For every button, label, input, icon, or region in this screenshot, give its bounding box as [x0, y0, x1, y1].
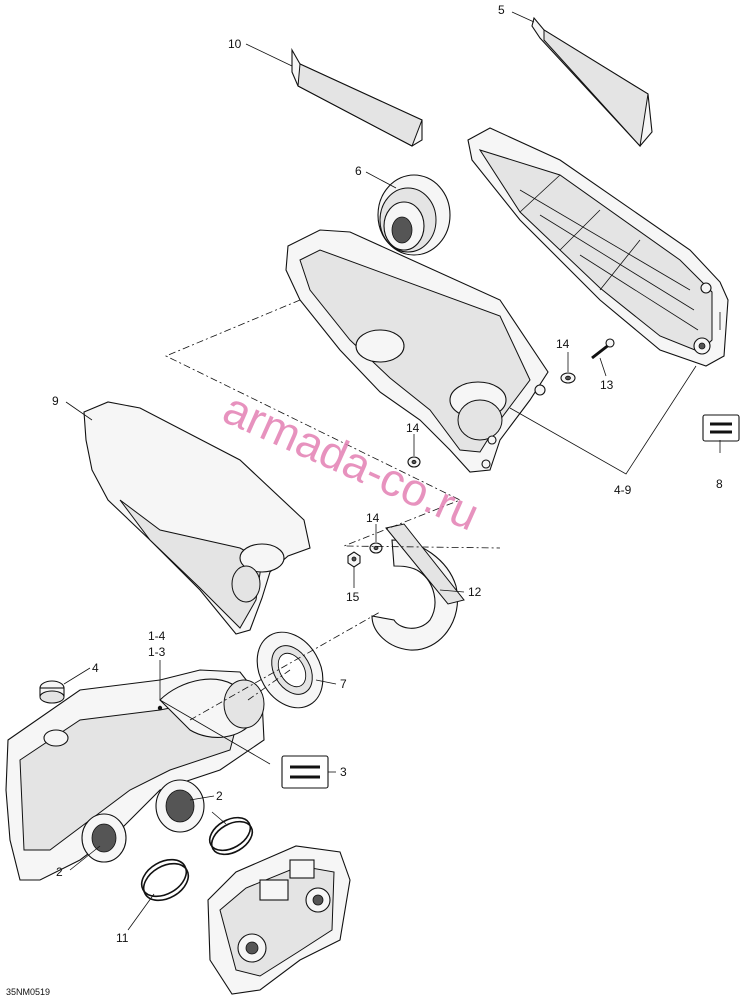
callout-6: 6 [355, 164, 362, 178]
leader-lines [63, 11, 721, 931]
callout-4: 4 [92, 661, 99, 675]
part-2-clamps [208, 816, 254, 856]
callout-1-3: 1-3 [148, 645, 166, 659]
callout-4-9: 4-9 [614, 483, 632, 497]
part-12-intake-tube [371, 523, 465, 651]
callout-14-middle: 14 [406, 421, 420, 435]
part-14-washer-middle [407, 456, 421, 468]
callout-14-upper: 14 [556, 337, 570, 351]
callout-7: 7 [340, 677, 347, 691]
callout-12: 12 [468, 585, 482, 599]
callout-13: 13 [600, 378, 614, 392]
part-6-grommet [377, 174, 451, 256]
callout-15: 15 [346, 590, 360, 604]
part-9-silencer-half [83, 401, 311, 635]
part-13-bolt [591, 338, 615, 360]
callout-10: 10 [228, 37, 242, 51]
part-8-decal [702, 414, 740, 442]
part-14-washer-lower [369, 542, 383, 554]
part-10-foam-strip [291, 47, 423, 147]
callout-labels: 10 5 6 9 14 13 14 4-9 8 14 15 12 1-4 1-3… [6, 3, 723, 997]
engine-carburetor-assembly [207, 845, 351, 995]
callout-2-left: 2 [56, 865, 63, 879]
callout-14-lower: 14 [366, 511, 380, 525]
part-5-foam-strip [531, 16, 653, 148]
callout-11: 11 [116, 931, 129, 945]
callout-3: 3 [340, 765, 347, 779]
part-4-grommet [39, 680, 65, 704]
part-air-box-frame [467, 127, 729, 367]
part-14-washer-upper [560, 372, 576, 384]
callout-5: 5 [498, 3, 505, 17]
callout-8: 8 [716, 477, 723, 491]
callout-1-4: 1-4 [148, 629, 166, 643]
part-15-nut [347, 551, 361, 568]
part-silencer-cover [285, 229, 549, 473]
callout-2-right: 2 [216, 789, 223, 803]
part-3-decal [281, 755, 329, 789]
callout-9: 9 [52, 394, 59, 408]
part-1-air-box-base [5, 669, 265, 881]
part-11-clamp [140, 858, 190, 902]
figure-code: 35NM0519 [6, 987, 50, 997]
assembly-lines [165, 299, 501, 721]
